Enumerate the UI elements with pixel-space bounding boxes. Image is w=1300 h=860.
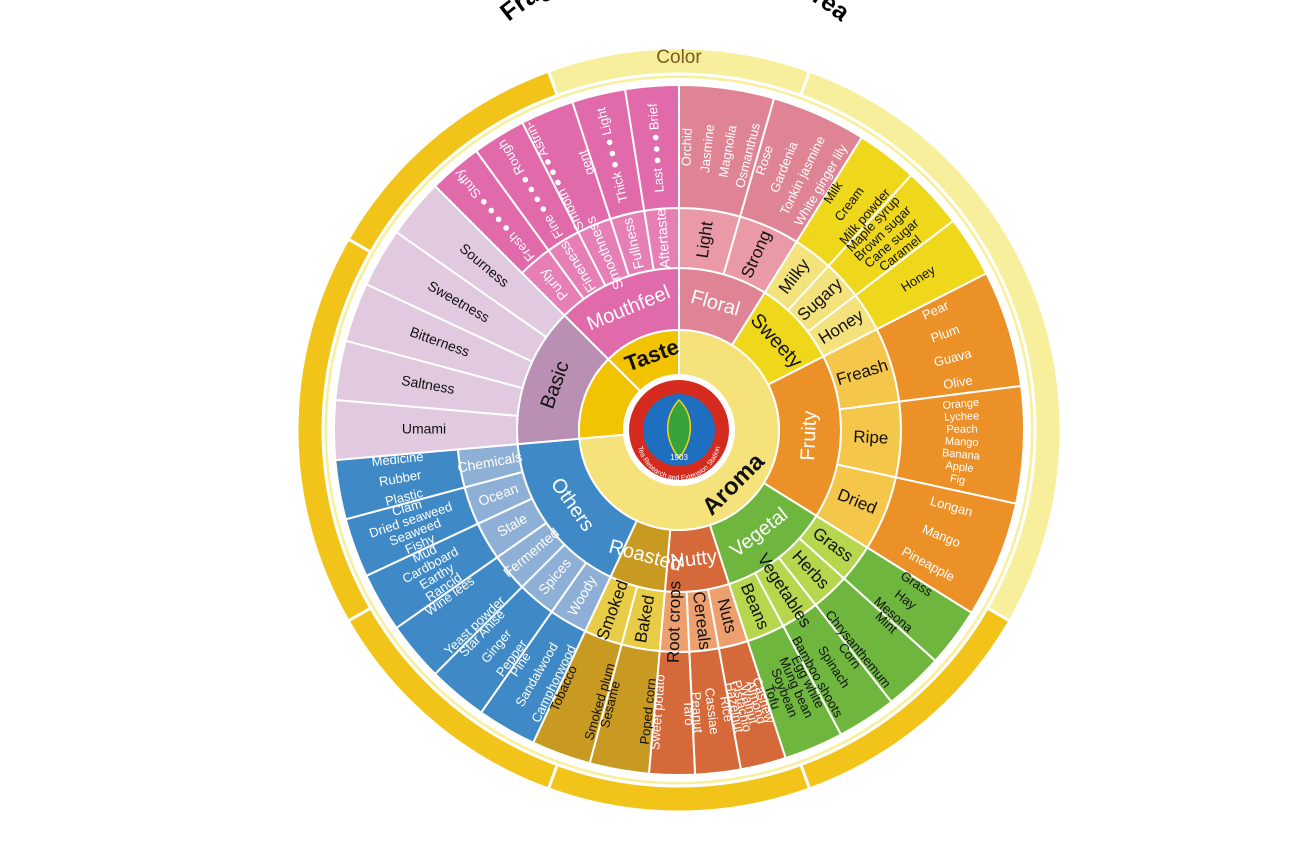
wheel-title: Fragrant Ball Type Oolong Tea [495,0,856,27]
color-label: Color [656,47,702,68]
category-label-fruity: Fruity [797,410,821,461]
descriptor-jasmine: Jasmine [697,124,717,174]
subcategory-label-umami: Umami [402,421,446,437]
ring-segment [346,69,560,255]
descriptor-taro: Taro [681,700,697,726]
subcategory-label-light: Light [693,220,717,259]
descriptor-olive: Olive [942,372,974,392]
descriptor-lychee: Lychee [944,410,980,424]
subcategory-label-aftertaste: Aftertaste [652,208,673,269]
core-taste-b [578,357,642,440]
descriptor-fig: Fig [949,473,966,488]
wheel-sectors [333,83,1026,776]
core-aroma [578,328,780,531]
descriptor-rice: Rice [717,695,736,723]
subcategory-label-root-crops: Root crops [664,581,685,664]
descriptor-mango: Mango [945,436,979,449]
descriptor-cassiae: Cassiae [702,687,722,735]
logo-year: 1903 [670,453,688,462]
descriptor-poped-corn: Poped corn [637,677,659,745]
descriptor-sweet-potato: Sweet potato [647,674,667,751]
descriptor-rubber: Rubber [378,467,423,489]
descriptor-peanut: Peanut [689,691,707,733]
descriptor-last-brief: Last ● ● ● Brief [645,102,667,193]
subcategory-sourness [395,184,566,339]
descriptor-orange: Orange [942,397,980,412]
descriptor-orchid: Orchid [679,128,695,167]
descriptor-apple: Apple [945,460,974,476]
descriptor-peach: Peach [946,424,977,436]
leaf-icon [667,398,692,460]
subcategory-label-ripe: Ripe [853,427,889,448]
descriptor-medicine: Medicine [371,449,424,469]
descriptor-banana: Banana [941,447,981,462]
category-label-nutty: Nutty [669,546,718,573]
